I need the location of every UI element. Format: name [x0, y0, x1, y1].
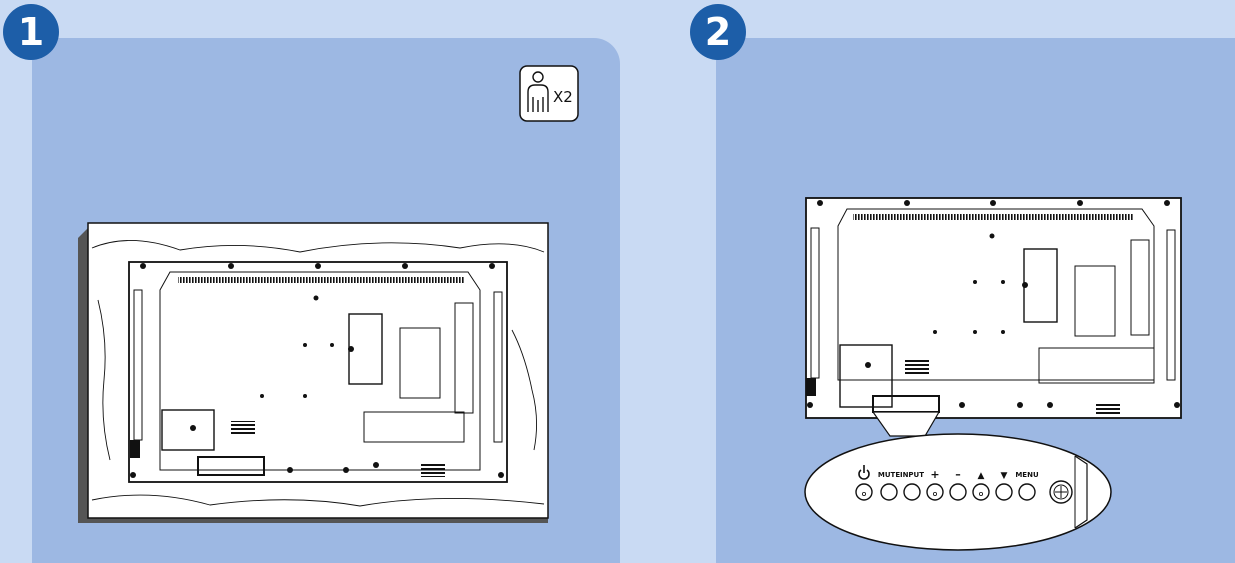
keypad-button-input — [903, 483, 921, 501]
keypad-label-down: ▼ — [1001, 471, 1008, 481]
keypad-label-menu: MENU — [1015, 471, 1039, 479]
step-2-badge: 2 — [690, 4, 746, 60]
display-rear-1 — [128, 261, 508, 483]
step-1-badge: 1 — [3, 4, 59, 60]
joystick-icon — [1049, 480, 1073, 504]
keypad-label-input: INPUT — [900, 471, 924, 479]
keypad-label-minus: – — [955, 468, 961, 481]
keypad-button-power — [855, 483, 873, 501]
keypad-button-down — [995, 483, 1013, 501]
keypad-label-mute: MUTE — [878, 471, 900, 479]
keypad-button-mute — [880, 483, 898, 501]
keypad-callout: MUTE INPUT + – ▲ ▼ MENU — [804, 433, 1112, 551]
keypad-button-minus — [949, 483, 967, 501]
callout-leader — [871, 411, 941, 437]
keypad-button-up — [972, 483, 990, 501]
power-icon — [858, 465, 870, 480]
people-count-label: X2 — [553, 88, 573, 106]
keypad-label-plus: + — [930, 468, 939, 481]
keypad-label-up: ▲ — [978, 471, 985, 481]
keypad-button-menu — [1018, 483, 1036, 501]
keypad-button-plus — [926, 483, 944, 501]
display-rear-2 — [805, 197, 1182, 419]
two-person-icon: X2 — [519, 65, 579, 122]
